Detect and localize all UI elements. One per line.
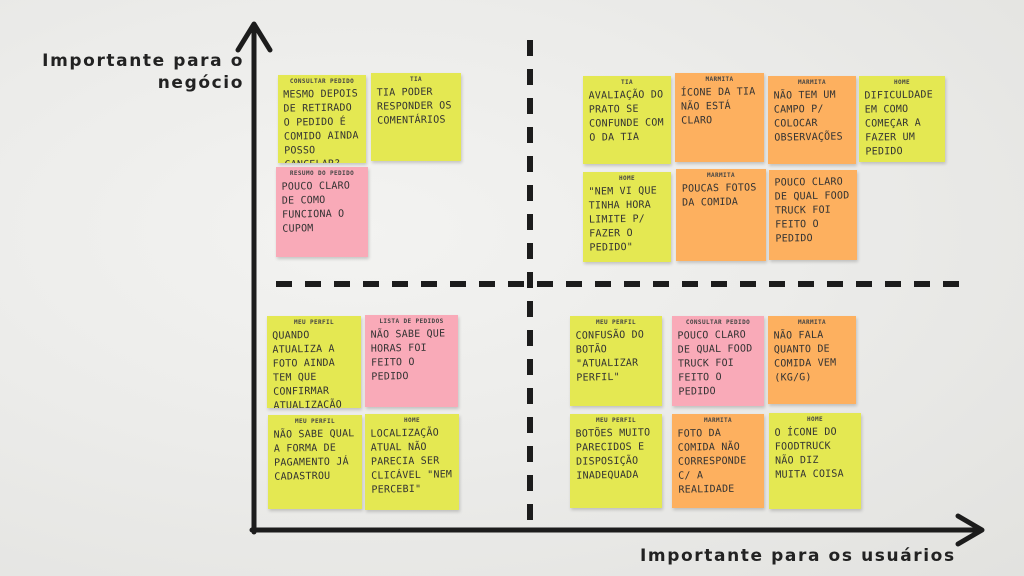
note-text: Ícone da tia não está claro — [680, 86, 756, 127]
note-text: Botões muito parecidos e disposição inad… — [575, 427, 651, 482]
note-text: Pouco claro de qual food truck foi feito… — [677, 329, 753, 398]
sticky-note-q1-2[interactable]: Tia Tia poder responder os comentários — [371, 73, 461, 161]
sticky-note-q4-6[interactable]: Home O ícone do foodtruck não diz muita … — [769, 413, 861, 509]
sticky-note-q1-1[interactable]: Consultar Pedido Mesmo depois de retirad… — [278, 75, 366, 163]
note-text: Localização atual não parecia ser clicáv… — [370, 427, 453, 496]
note-text: Não fala quanto de comida vem (kg/g) — [773, 329, 837, 384]
sticky-note-q4-2[interactable]: Consultar pedido Pouco claro de qual foo… — [672, 316, 764, 406]
sticky-note-q2-3[interactable]: Marmita Não tem um campo p/ colocar obse… — [768, 76, 856, 164]
note-tag: Marmita — [797, 319, 827, 326]
note-tag: Consultar pedido — [685, 319, 751, 326]
note-text: Quando atualiza a foto ainda tem que con… — [272, 330, 343, 408]
y-axis-arrowhead — [235, 21, 273, 53]
note-tag: Tia — [409, 76, 423, 83]
sticky-note-q4-5[interactable]: Marmita Foto da comida não corresponde c… — [672, 414, 764, 508]
note-text: Poucas fotos da comida — [681, 182, 757, 209]
sticky-note-q1-3[interactable]: Resumo do pedido Pouco claro de como fun… — [276, 167, 368, 257]
note-text: Dificuldade em como começar a fazer um p… — [864, 89, 934, 158]
sticky-note-q2-2[interactable]: Marmita Ícone da tia não está claro — [675, 73, 764, 162]
note-text: Não sabe qual a forma de pagamento já ca… — [273, 428, 355, 483]
note-tag: Meu perfil — [293, 319, 335, 326]
note-text: Avaliação do prato se confunde com o da … — [588, 89, 664, 144]
note-text: Não sabe que horas foi feito o pedido — [370, 328, 446, 383]
note-tag: Meu perfil — [595, 417, 637, 424]
note-tag: Meu perfil — [595, 319, 637, 326]
note-text: Pouco claro de qual food truck foi feito… — [774, 176, 850, 245]
note-tag: Marmita — [706, 172, 736, 179]
note-tag: Lista de pedidos — [379, 318, 444, 325]
sticky-note-q2-4[interactable]: Home Dificuldade em como começar a fazer… — [859, 76, 945, 162]
note-text: Confusão do botão "atualizar perfil" — [575, 329, 645, 384]
note-tag: Home — [893, 79, 911, 86]
note-text: Mesmo depois de retirado o pedido é comi… — [283, 88, 359, 163]
y-axis-label: Importante para o negócio — [42, 51, 244, 93]
sticky-note-q4-1[interactable]: Meu perfil Confusão do botão "atualizar … — [570, 316, 662, 406]
note-tag: Home — [618, 175, 636, 182]
note-tag: Marmita — [797, 79, 827, 86]
note-tag: Meu perfil — [294, 418, 336, 425]
note-text: O ícone do foodtruck não diz muita coisa — [774, 426, 844, 481]
note-tag: Resumo do pedido — [289, 170, 355, 177]
sticky-note-q4-4[interactable]: Meu perfil Botões muito parecidos e disp… — [570, 414, 662, 508]
note-text: Tia poder responder os comentários — [376, 86, 452, 127]
sticky-note-q3-4[interactable]: Home Localização atual não parecia ser c… — [365, 414, 459, 510]
note-tag: Marmita — [705, 76, 734, 83]
note-tag: Consultar Pedido — [289, 78, 355, 85]
note-text: Foto da comida não corresponde c/ a real… — [677, 427, 747, 496]
sticky-note-q2-7[interactable]: Pouco claro de qual food truck foi feito… — [769, 170, 857, 260]
x-axis-label: Importante para os usuários — [640, 546, 956, 566]
sticky-note-q2-1[interactable]: Tia Avaliação do prato se confunde com o… — [583, 76, 671, 164]
sticky-note-q3-2[interactable]: Lista de pedidos Não sabe que horas foi … — [365, 315, 458, 407]
sticky-note-q2-6[interactable]: Marmita Poucas fotos da comida — [676, 169, 766, 261]
sticky-note-q3-3[interactable]: Meu perfil Não sabe qual a forma de paga… — [268, 415, 362, 509]
x-axis-arrowhead — [955, 513, 985, 547]
note-text: Não tem um campo p/ colocar observações — [773, 89, 843, 144]
sticky-note-q2-5[interactable]: Home "Nem vi que tinha hora limite p/ fa… — [583, 172, 671, 262]
note-tag: Tia — [620, 79, 634, 86]
note-tag: Home — [403, 417, 421, 424]
sticky-note-q3-1[interactable]: Meu perfil Quando atualiza a foto ainda … — [267, 316, 361, 408]
note-text: Pouco claro de como funciona o cupom — [281, 180, 351, 235]
note-text: "Nem vi que tinha hora limite p/ fazer o… — [588, 185, 658, 254]
sticky-note-q4-3[interactable]: Marmita Não fala quanto de comida vem (k… — [768, 316, 856, 404]
note-tag: Marmita — [703, 417, 733, 424]
note-tag: Home — [806, 416, 824, 423]
